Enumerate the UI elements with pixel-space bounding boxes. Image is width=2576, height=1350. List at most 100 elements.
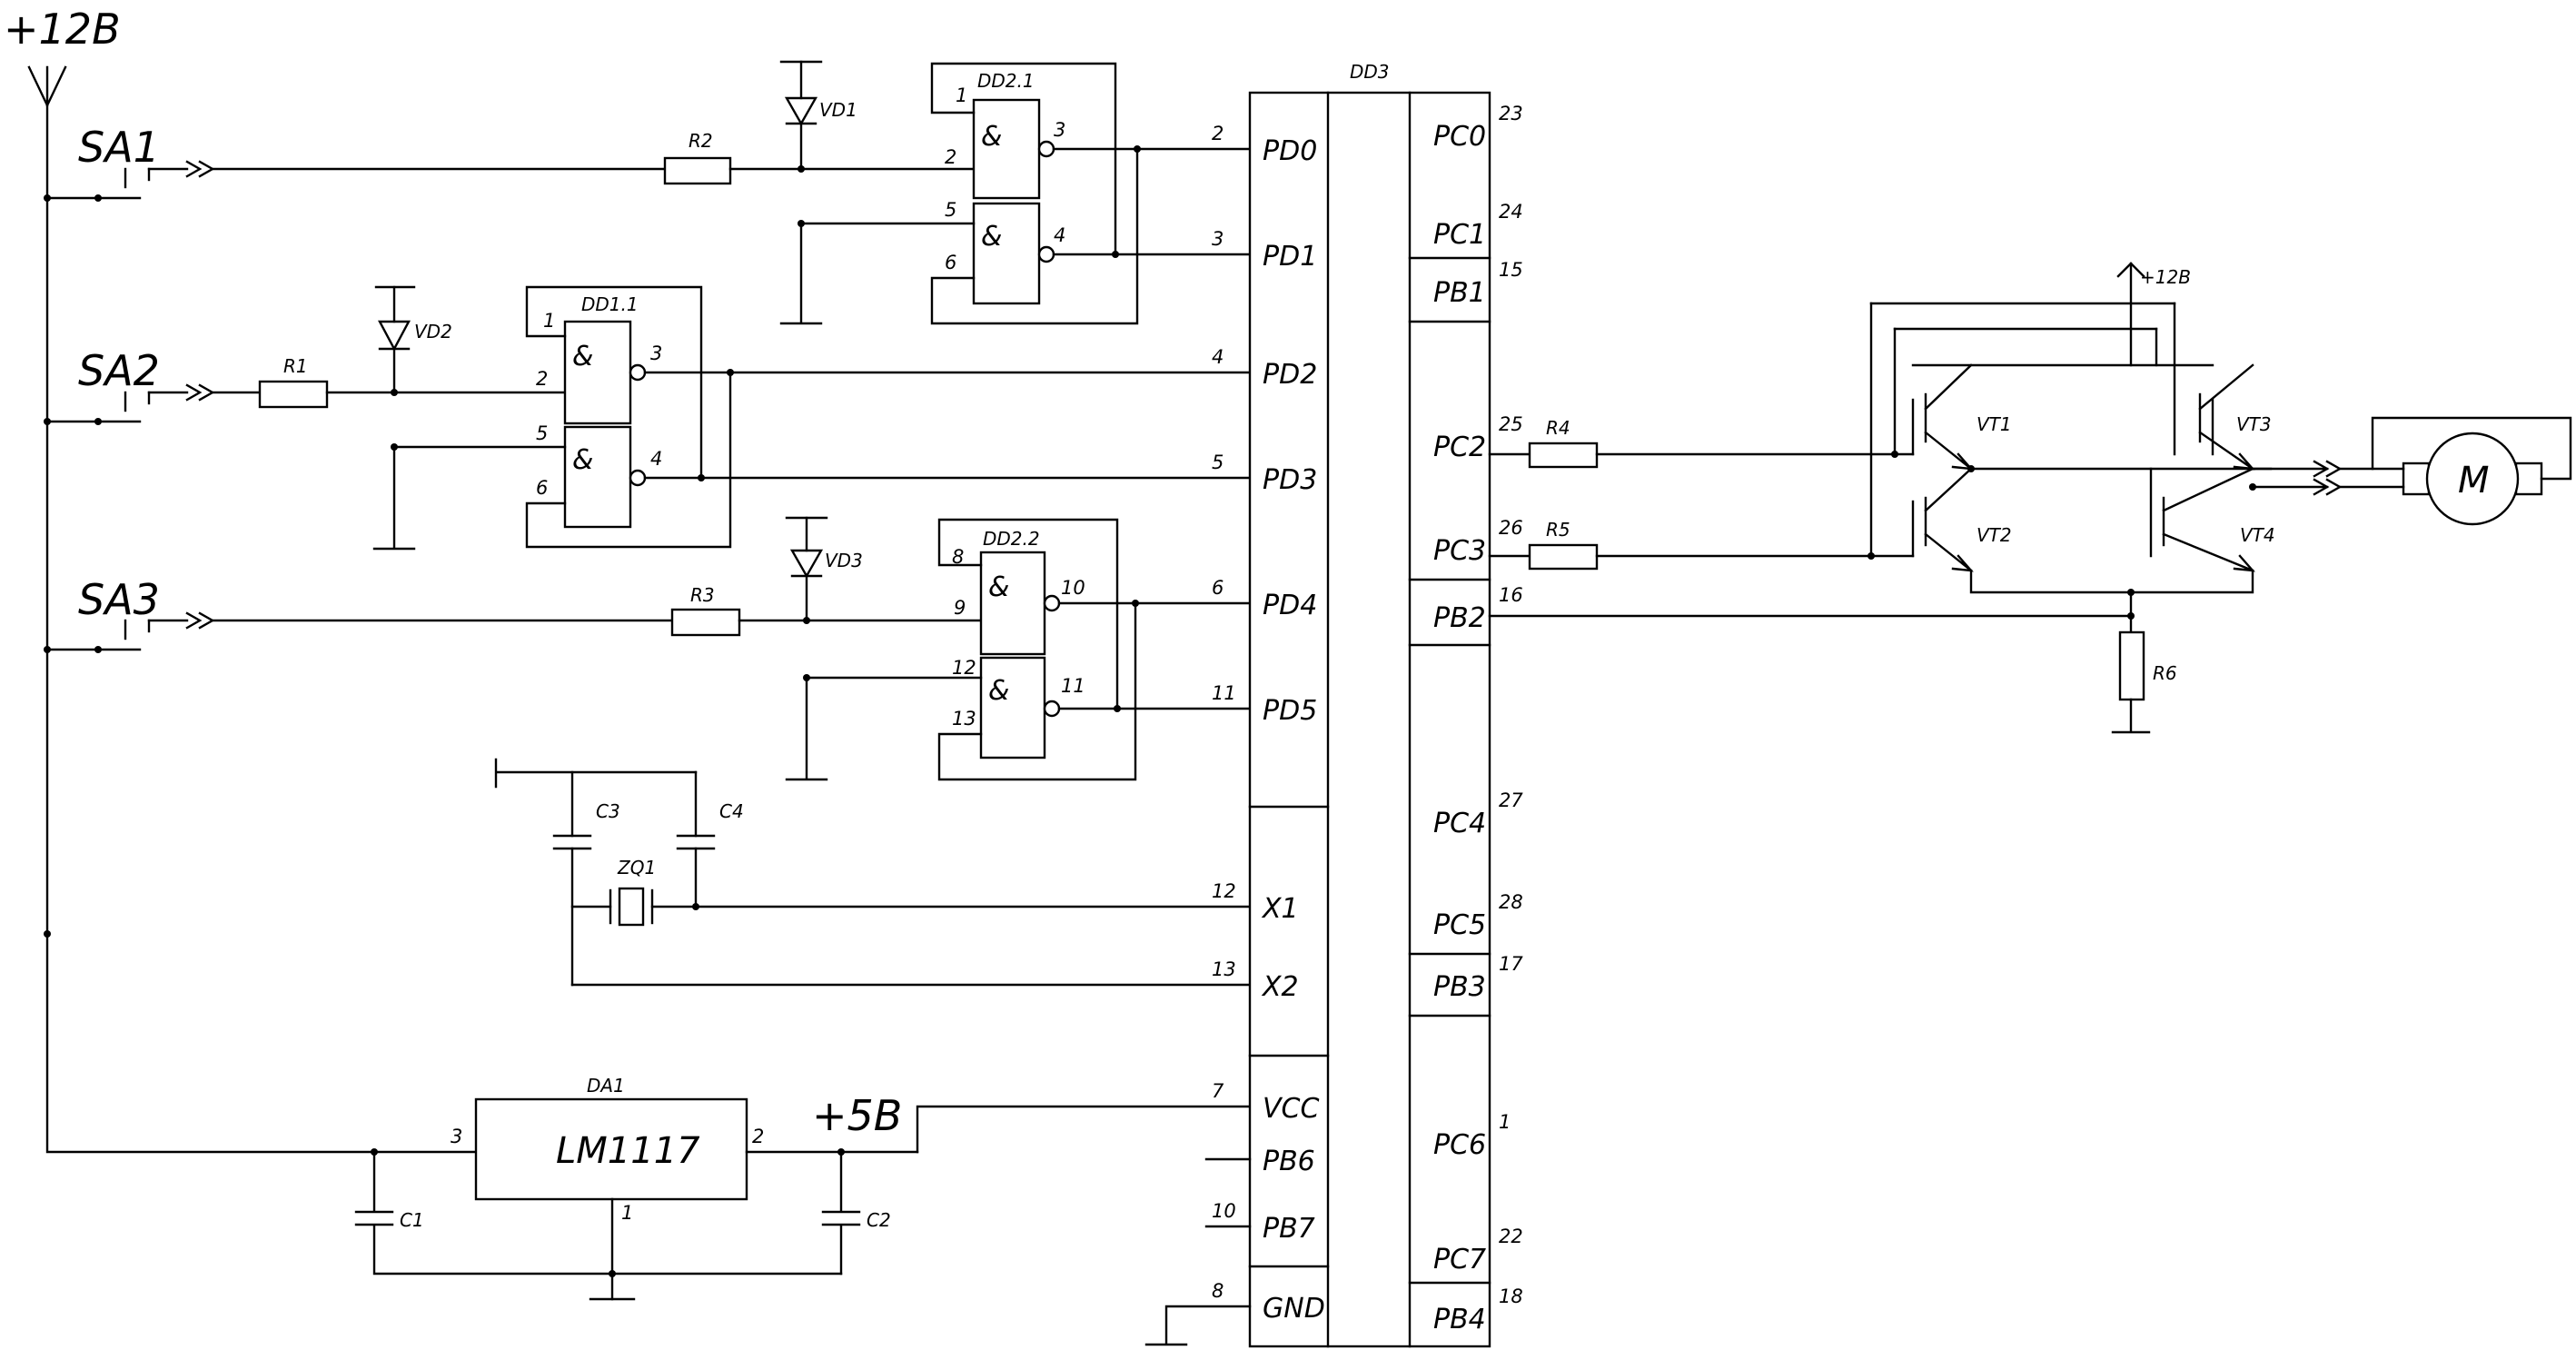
diode-vd1 — [784, 96, 818, 126]
motor-label: M — [2458, 460, 2490, 501]
gate-dd21-pin: 3 — [1054, 119, 1065, 141]
regulator-pin: 3 — [451, 1126, 462, 1147]
transistor-vt4-label: VT4 — [2240, 524, 2275, 546]
gate-dd11-pin: 2 — [536, 368, 548, 390]
resistor-r6-label: R6 — [2153, 662, 2177, 684]
mcu-pin-pc3: PC3 — [1433, 535, 1486, 567]
input-chain-sa3: R3 VD3 — [211, 516, 983, 637]
transistor-vt3-label: VT3 — [2236, 413, 2272, 435]
rail-12v-label: +12B — [4, 5, 121, 54]
resistor-r2 — [663, 156, 732, 185]
mcu-pin-number: 15 — [1499, 259, 1523, 281]
gate-dd22-pin: 12 — [952, 657, 976, 679]
mcu-pin-number: 1 — [1499, 1111, 1511, 1133]
mcu-pin-number: 11 — [1212, 682, 1236, 704]
gate-dd22-pin: 11 — [1061, 675, 1085, 697]
resistor-r6 — [2118, 630, 2145, 701]
mcu-pin-pd3: PD3 — [1263, 464, 1317, 496]
gate-dd22-pin: 9 — [954, 597, 966, 619]
mcu-pin-pd0: PD0 — [1263, 135, 1317, 167]
crystal-zq1 — [618, 887, 645, 927]
gate-dd11-pin: 6 — [536, 477, 548, 499]
regulator-part-label: LM1117 — [556, 1130, 700, 1172]
switch-sa3-label: SA3 — [78, 575, 160, 624]
mcu-pin-number: 26 — [1499, 517, 1523, 539]
mcu-pin-pc6: PC6 — [1433, 1129, 1486, 1161]
gate-dd11-pin: 3 — [650, 342, 662, 364]
mcu-pin-pc7: PC7 — [1433, 1244, 1486, 1276]
supply-rail-12v: +12B — [4, 5, 476, 1154]
rail-5v-label: +5B — [812, 1091, 902, 1140]
mcu-dd3: DD3 PD02PD13PD24PD35PD46PD511X112X213VCC… — [1144, 61, 1523, 1348]
mcu-pin-pc5: PC5 — [1433, 909, 1486, 941]
mcu-pin-pb1: PB1 — [1433, 277, 1486, 309]
mcu-pin-number: 24 — [1499, 201, 1523, 223]
mcu-pin-number: 27 — [1499, 789, 1523, 811]
motor: M — [2338, 416, 2572, 526]
gate-dd22-name: DD2.2 — [983, 528, 1040, 550]
gate-dd11b-symbol: & — [572, 444, 593, 476]
resistor-r5-label: R5 — [1546, 519, 1570, 541]
resistor-r1 — [258, 380, 329, 409]
mcu-pin-number: 12 — [1212, 880, 1236, 902]
transistor-vt1: VT1 — [1911, 363, 2012, 471]
mcu-name: DD3 — [1350, 61, 1390, 83]
gate-dd21-pin: 2 — [945, 146, 956, 168]
mcu-pin-pd1: PD1 — [1263, 241, 1317, 273]
mcu-pin-pb3: PB3 — [1433, 971, 1486, 1003]
mcu-pin-number: 25 — [1499, 413, 1523, 435]
diode-vd3 — [789, 549, 824, 579]
input-chain-sa1: R2 VD1 — [211, 60, 976, 185]
gate-dd22-pin: 10 — [1061, 577, 1085, 599]
mcu-pin-number: 3 — [1212, 228, 1224, 250]
mcu-pin-number: 17 — [1499, 953, 1523, 975]
gate-dd21-pin: 6 — [945, 252, 956, 273]
mcu-pin-pb6: PB6 — [1263, 1146, 1315, 1177]
mcu-pin-number: 5 — [1212, 452, 1224, 473]
switch-sa1: SA1 — [78, 123, 215, 202]
gate-dd22-pin: 8 — [952, 546, 964, 568]
diode-vd2 — [378, 320, 411, 352]
transistor-vt2: VT2 — [1911, 467, 2133, 618]
mcu-pin-pc2: PC2 — [1433, 432, 1486, 463]
switch-sa2: SA2 — [78, 346, 215, 425]
gate-dd11-pin: 1 — [543, 310, 555, 332]
resistor-r3 — [670, 608, 741, 637]
transistor-vt2-label: VT2 — [1977, 524, 2012, 546]
gate-dd21a-symbol: & — [981, 121, 1002, 153]
transistor-vt1-label: VT1 — [1977, 413, 2012, 435]
mcu-pin-x2: X2 — [1261, 971, 1299, 1003]
gate-dd21-name: DD2.1 — [977, 70, 1035, 92]
gate-dd22-pin: 13 — [952, 708, 976, 730]
transistor-vt4: VT4 — [2129, 467, 2275, 594]
capacitor-c2-label: C2 — [867, 1209, 891, 1231]
mcu-pin-number: 23 — [1499, 103, 1523, 124]
mcu-pin-pb7: PB7 — [1263, 1213, 1315, 1245]
regulator-name: DA1 — [587, 1075, 625, 1097]
gate-dd11-pin: 4 — [650, 448, 662, 470]
mcu-pin-number: 16 — [1499, 584, 1523, 606]
transistor-vt3: VT3 — [2155, 302, 2272, 471]
mcu-pin-number: 7 — [1212, 1080, 1224, 1102]
resistor-r5 — [1528, 543, 1599, 571]
gate-dd22b-symbol: & — [988, 675, 1009, 707]
gate-dd11-name: DD1.1 — [581, 293, 639, 315]
mcu-pin-pb2: PB2 — [1433, 602, 1486, 634]
mcu-pin-number: 10 — [1212, 1200, 1236, 1222]
mcu-pin-number: 8 — [1212, 1280, 1224, 1302]
mcu-pin-pd2: PD2 — [1263, 359, 1317, 391]
mcu-pin-pd4: PD4 — [1263, 590, 1317, 621]
mcu-pin-number: 22 — [1499, 1226, 1523, 1247]
resistor-r4 — [1528, 442, 1599, 469]
mcu-pin-gnd: GND — [1263, 1293, 1325, 1325]
tr-rail-label: +12B — [2140, 266, 2191, 288]
switch-sa2-label: SA2 — [78, 346, 160, 395]
mcu-pin-x1: X1 — [1261, 893, 1299, 925]
mcu-pin-vcc: VCC — [1263, 1093, 1319, 1125]
mcu-pin-pb4: PB4 — [1433, 1304, 1486, 1335]
mcu-pin-number: 28 — [1499, 891, 1523, 913]
diode-vd2-label: VD2 — [414, 321, 452, 342]
gate-dd11: DD1.1 & & 1 2 3 5 6 4 — [372, 285, 1255, 551]
mcu-pin-number: 4 — [1212, 346, 1224, 368]
